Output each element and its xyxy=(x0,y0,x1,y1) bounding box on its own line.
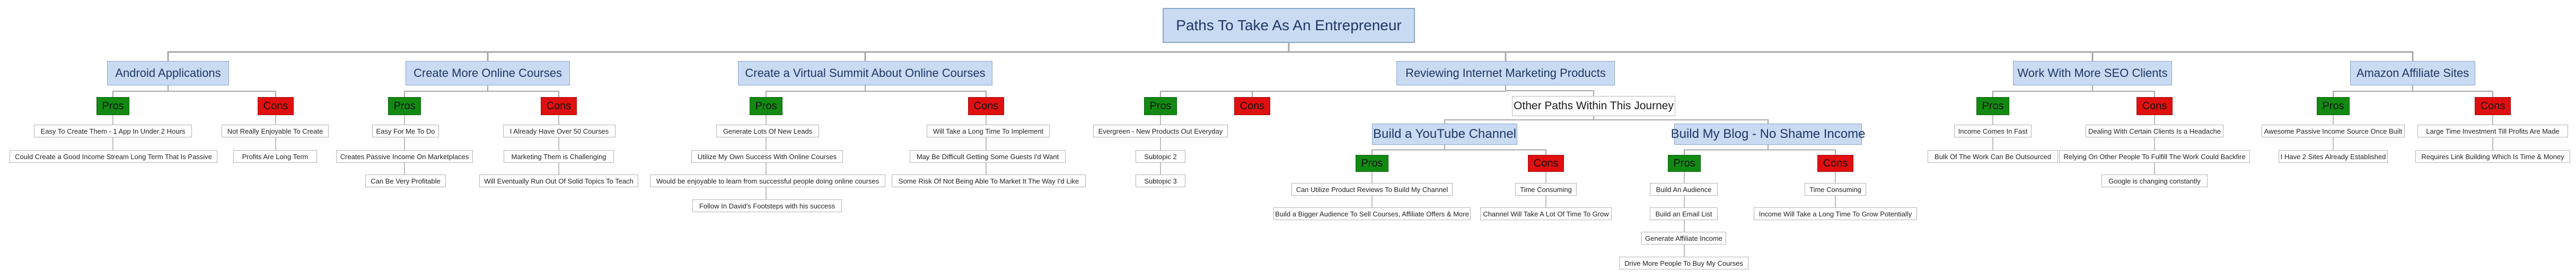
topic-amazon-affiliate-sites[interactable]: Amazon Affiliate Sites xyxy=(2350,61,2475,85)
list-item[interactable]: Subtopic 2 xyxy=(1136,150,1185,163)
list-item[interactable]: Subtopic 3 xyxy=(1136,175,1185,187)
list-item[interactable]: Drive More People To Buy My Courses xyxy=(1619,257,1748,269)
list-item[interactable]: Creates Passive Income On Marketplaces xyxy=(336,150,473,163)
connector-line xyxy=(1505,85,1594,96)
list-item[interactable]: Google is changing constantly xyxy=(2102,175,2208,187)
list-item[interactable]: Will Eventually Run Out Of Solid Topics … xyxy=(479,175,638,187)
connector-line xyxy=(1768,145,1836,155)
pros-label[interactable]: Pros xyxy=(1976,97,2009,115)
list-item[interactable]: Channel Will Take A Lot Of Time To Grow xyxy=(1480,207,1612,220)
topic-work-with-more-seo-clients[interactable]: Work With More SEO Clients xyxy=(2013,61,2172,85)
cons-label[interactable]: Cons xyxy=(1528,155,1564,172)
list-item[interactable]: Build a Bigger Audience To Sell Courses,… xyxy=(1273,207,1471,220)
connector-line xyxy=(1444,145,1546,155)
path-build-my-blog[interactable]: Build My Blog - No Shame Income xyxy=(1671,124,1865,145)
path-build-youtube-channel[interactable]: Build a YouTube Channel xyxy=(1372,124,1517,145)
list-item[interactable]: I Already Have Over 50 Courses xyxy=(503,125,616,137)
cons-label[interactable]: Cons xyxy=(1234,97,1270,115)
list-item[interactable]: Relying On Other People To Fulfill The W… xyxy=(2059,150,2250,163)
connector-line xyxy=(1371,145,1445,155)
list-item[interactable]: Not Really Enjoyable To Create xyxy=(222,125,329,137)
pros-label[interactable]: Pros xyxy=(2317,97,2350,115)
pros-label[interactable]: Pros xyxy=(1668,155,1701,172)
cons-label[interactable]: Cons xyxy=(541,97,577,115)
list-item[interactable]: Bulk Of The Work Can Be Outsourced xyxy=(1928,150,2058,163)
connector-line xyxy=(112,85,169,97)
connector-line xyxy=(404,85,488,97)
list-item[interactable]: Generate Affiliate Income xyxy=(1641,232,1726,245)
cons-label[interactable]: Cons xyxy=(258,97,294,115)
list-item[interactable]: Build An Audience xyxy=(1650,183,1718,196)
list-item[interactable]: Can Be Very Profitable xyxy=(365,175,446,187)
list-item[interactable]: Easy To Create Them - 1 App In Under 2 H… xyxy=(34,125,192,137)
list-item[interactable]: Could Create a Good Income Stream Long T… xyxy=(10,150,217,163)
list-item[interactable]: Income Will Take a Long Time To Grow Pot… xyxy=(1754,207,1917,220)
connector-line xyxy=(2412,85,2493,97)
connector-line xyxy=(1288,43,2414,61)
connector-line xyxy=(1992,85,2093,97)
list-item[interactable]: Build an Email List xyxy=(1650,207,1718,220)
list-item[interactable]: Follow In David's Footsteps with his suc… xyxy=(692,199,842,212)
connector-line xyxy=(1252,85,1506,97)
list-item[interactable]: May Be Difficult Getting Some Guests I'd… xyxy=(910,150,1066,163)
list-item[interactable]: Generate Lots Of New Leads xyxy=(716,125,819,137)
connector-line xyxy=(168,85,276,97)
cons-label[interactable]: Cons xyxy=(2475,97,2511,115)
pros-label[interactable]: Pros xyxy=(96,97,129,115)
connector-line xyxy=(1593,116,1769,124)
list-item[interactable]: Can Utilize Product Reviews To Build My … xyxy=(1291,183,1453,196)
list-item[interactable]: I Have 2 Sites Already Established xyxy=(2279,150,2388,163)
connector-line xyxy=(487,85,559,97)
pros-label[interactable]: Pros xyxy=(1144,97,1177,115)
list-item[interactable]: Some Risk Of Not Being Able To Market It… xyxy=(892,175,1086,187)
topic-reviewing-internet-marketing-products[interactable]: Reviewing Internet Marketing Products xyxy=(1396,61,1615,85)
list-item[interactable]: Awesome Passive Income Source Once Built xyxy=(2262,125,2405,137)
list-item[interactable]: Time Consuming xyxy=(1805,183,1866,196)
root-topic[interactable]: Paths To Take As An Entrepreneur xyxy=(1163,8,1415,43)
cons-label[interactable]: Cons xyxy=(968,97,1004,115)
connector-line xyxy=(766,85,866,97)
list-item[interactable]: Profits Are Long Term xyxy=(233,150,317,163)
list-item[interactable]: Income Comes In Fast xyxy=(1954,125,2032,137)
list-item[interactable]: Evergreen - New Products Out Everyday xyxy=(1093,125,1228,137)
list-item[interactable]: Requires Link Building Which Is Time & M… xyxy=(2415,150,2570,163)
cons-label[interactable]: Cons xyxy=(2137,97,2173,115)
list-item[interactable]: Utilize My Own Success With Online Cours… xyxy=(691,150,843,163)
connector-line xyxy=(2333,85,2413,97)
topic-create-more-online-courses[interactable]: Create More Online Courses xyxy=(406,61,570,85)
connector-line xyxy=(2092,85,2155,97)
topic-android-applications[interactable]: Android Applications xyxy=(107,61,229,85)
topic-create-virtual-summit[interactable]: Create a Virtual Summit About Online Cou… xyxy=(738,61,992,85)
list-item[interactable]: Dealing With Certain Clients Is a Headac… xyxy=(2086,125,2223,137)
other-paths-node[interactable]: Other Paths Within This Journey xyxy=(1512,96,1675,116)
list-item[interactable]: Large Time Investment Till Profits Are M… xyxy=(2417,125,2568,137)
list-item[interactable]: Would be enjoyable to learn from success… xyxy=(650,175,885,187)
cons-label[interactable]: Cons xyxy=(1817,155,1853,172)
connector-line xyxy=(1444,116,1594,124)
pros-label[interactable]: Pros xyxy=(750,97,783,115)
pros-label[interactable]: Pros xyxy=(388,97,421,115)
list-item[interactable]: Time Consuming xyxy=(1515,183,1577,196)
list-item[interactable]: Will Take a Long Time To Implement xyxy=(927,125,1050,137)
connector-line xyxy=(864,43,1290,61)
list-item[interactable]: Marketing Them is Challenging xyxy=(504,150,614,163)
pros-label[interactable]: Pros xyxy=(1356,155,1388,172)
connector-line xyxy=(1684,145,1769,155)
list-item[interactable]: Easy For Me To Do xyxy=(372,125,439,137)
connector-line xyxy=(865,85,987,97)
